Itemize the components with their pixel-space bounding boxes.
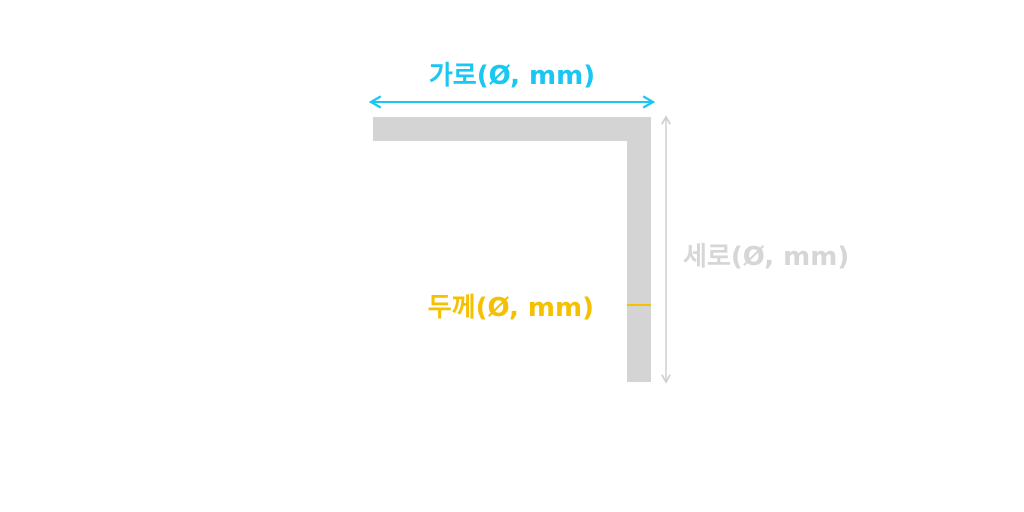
- thickness-label: 두께(Ø, mm): [428, 293, 594, 323]
- angle-profile-shape: [373, 117, 651, 382]
- height-label: 세로(Ø, mm): [683, 242, 849, 272]
- width-label: 가로(Ø, mm): [429, 61, 595, 91]
